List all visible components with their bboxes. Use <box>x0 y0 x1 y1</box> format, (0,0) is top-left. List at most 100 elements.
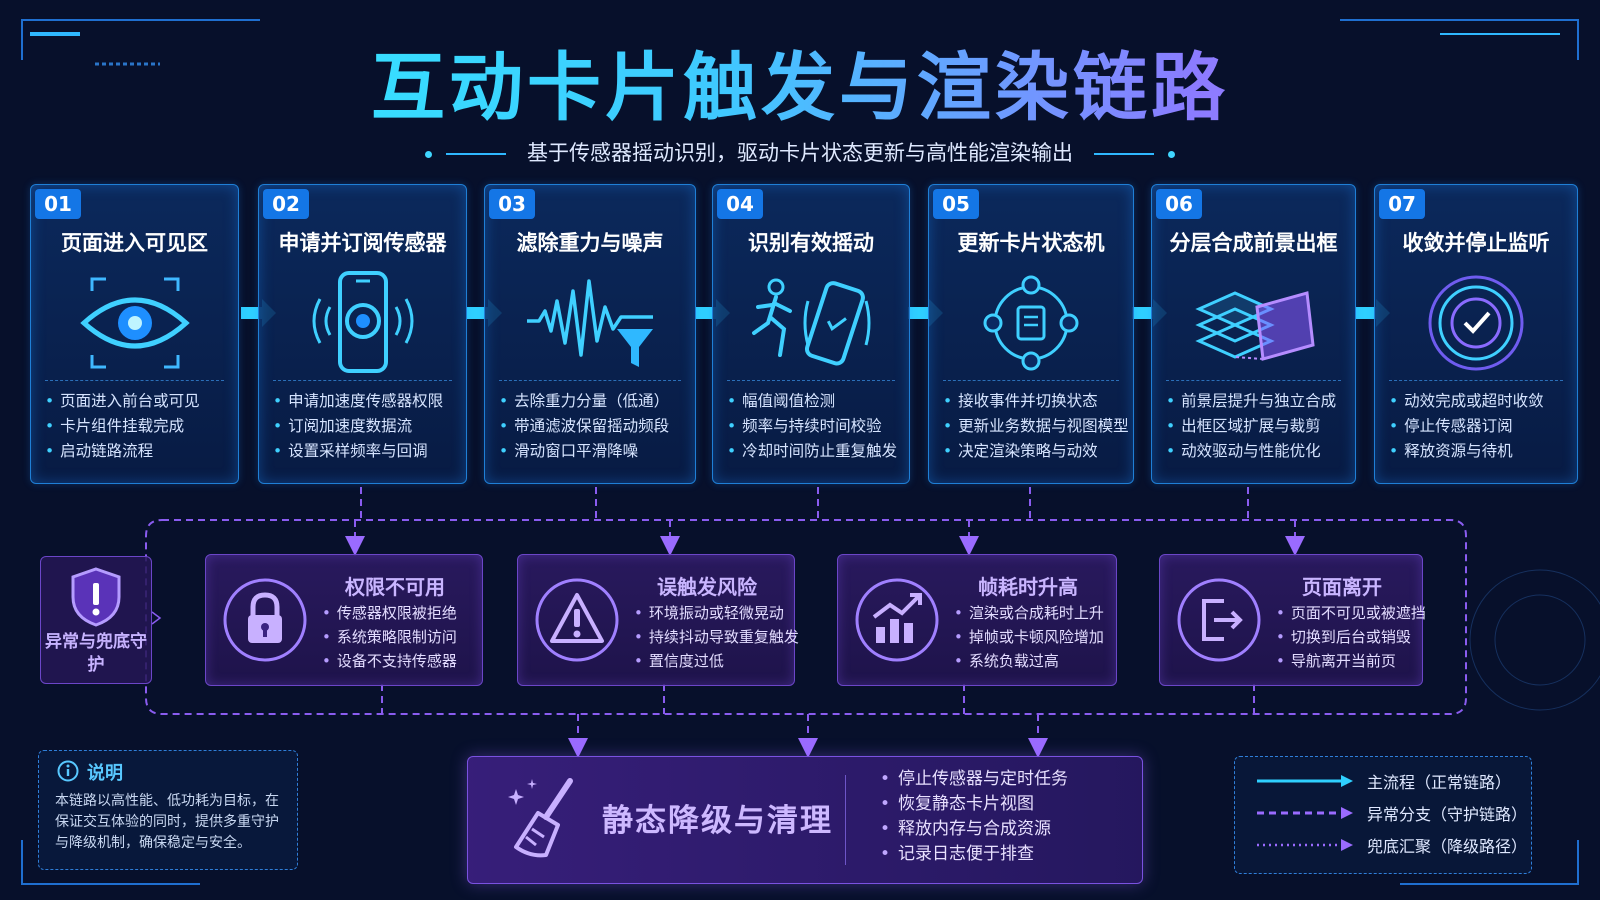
list-item: 记录日志便于排查 <box>880 842 1068 867</box>
note-text: 本链路以高性能、低功耗为目标，在保证交互体验的同时，提供多重守护与降级机制，确保… <box>55 793 279 851</box>
list-item: 持续抖动导致重复触发 <box>634 625 799 649</box>
waveform-filter-icon <box>527 279 653 367</box>
static-fallback-panel: 静态降级与清理 停止传感器与定时任务 恢复静态卡片视图 释放内存与合成资源 记录… <box>467 756 1143 884</box>
step-divider <box>45 380 224 381</box>
list-item: 去除重力分量（低通） <box>499 389 669 414</box>
guard-title: 误触发风险 <box>657 575 757 599</box>
step-card-2: 02 申请并订阅传感器 申请加速度传感器权限 订阅加速度数据流 设置采样频率与回… <box>258 184 467 484</box>
shake-detect-icon <box>752 278 871 366</box>
list-item: 渲染或合成耗时上升 <box>954 601 1104 625</box>
list-item: 更新业务数据与视图模型 <box>943 414 1129 439</box>
step-card-6: 06 分层合成前景出框 前景层提升与独立合成 出框区域扩展与裁剪 动效驱动与性能… <box>1151 184 1356 484</box>
guard-items: 渲染或合成耗时上升 掉帧或卡顿风险增加 系统负载过高 <box>954 601 1104 673</box>
list-item: 出框区域扩展与裁剪 <box>1166 414 1336 439</box>
list-item: 页面进入前台或可见 <box>45 389 200 414</box>
step-number: 03 <box>489 189 535 219</box>
step-card-3: 03 滤除重力与噪声 去除重力分量（低通） 带通滤波保留摇动频段 滑动窗口平滑降… <box>484 184 696 484</box>
note-panel: 说明 本链路以高性能、低功耗为目标，在保证交互体验的同时，提供多重守护与降级机制… <box>38 750 298 870</box>
list-item: 动效完成或超时收敛 <box>1389 389 1544 414</box>
legend-panel: 主流程（正常链路） 异常分支（守护链路） 兜底汇聚（降级路径） <box>1234 756 1532 874</box>
legend-item-main: 主流程（正常链路） <box>1255 769 1525 793</box>
list-item: 页面不可见或被遮挡 <box>1276 601 1426 625</box>
list-item: 幅值阈值检测 <box>727 389 897 414</box>
step-divider <box>1166 380 1341 381</box>
list-item: 掉帧或卡顿风险增加 <box>954 625 1104 649</box>
step-card-5: 05 更新卡片状态机 接收事件并切换状态 更新业务数据与视图模型 决定渲染策略与… <box>928 184 1134 484</box>
legend-item-guard: 异常分支（守护链路） <box>1255 801 1528 825</box>
step-divider <box>1389 380 1563 381</box>
list-item: 冷却时间防止重复触发 <box>727 439 897 464</box>
list-item: 停止传感器与定时任务 <box>880 767 1068 792</box>
list-item: 环境振动或轻微晃动 <box>634 601 799 625</box>
dashed-arrow-icon <box>1257 807 1353 819</box>
step-items: 前景层提升与独立合成 出框区域扩展与裁剪 动效驱动与性能优化 <box>1166 389 1336 464</box>
legend-item-fallback: 兜底汇聚（降级路径） <box>1255 833 1528 857</box>
list-item: 置信度过低 <box>634 649 799 673</box>
guard-items: 传感器权限被拒绝 系统策略限制访问 设备不支持传感器 <box>322 601 457 673</box>
cleanup-items: 停止传感器与定时任务 恢复静态卡片视图 释放内存与合成资源 记录日志便于排查 <box>880 767 1068 867</box>
list-item: 卡片组件挂载完成 <box>45 414 200 439</box>
guard-card-page-leave: 页面离开 页面不可见或被遮挡 切换到后台或销毁 导航离开当前页 <box>1159 554 1426 686</box>
legend-label: 主流程（正常链路） <box>1367 773 1512 792</box>
guard-label-badge: 异常与兜底守护 <box>40 556 152 684</box>
dotted-arrow-icon <box>1257 839 1353 851</box>
list-item: 接收事件并切换状态 <box>943 389 1129 414</box>
step-divider <box>943 380 1119 381</box>
list-item: 订阅加速度数据流 <box>273 414 443 439</box>
shield-warning-icon <box>71 567 121 627</box>
step-divider <box>727 380 895 381</box>
guard-card-permission: 权限不可用 传感器权限被拒绝 系统策略限制访问 设备不支持传感器 <box>205 554 483 686</box>
list-item: 带通滤波保留摇动频段 <box>499 414 669 439</box>
subtitle-text: 基于传感器摇动识别，驱动卡片状态更新与高性能渲染输出 <box>527 141 1073 165</box>
list-item: 导航离开当前页 <box>1276 649 1426 673</box>
subtitle-line-right <box>1093 153 1154 155</box>
list-item: 设置采样频率与回调 <box>273 439 443 464</box>
guard-label-text: 异常与兜底守护 <box>45 632 147 675</box>
guard-card-frame-time: 帧耗时升高 渲染或合成耗时上升 掉帧或卡顿风险增加 系统负载过高 <box>837 554 1117 686</box>
list-item: 设备不支持传感器 <box>322 649 457 673</box>
step-number: 06 <box>1156 189 1202 219</box>
step-divider <box>273 380 452 381</box>
step-items: 幅值阈值检测 频率与持续时间校验 冷却时间防止重复触发 <box>727 389 897 464</box>
step-title: 滤除重力与噪声 <box>516 231 664 255</box>
step-items: 申请加速度传感器权限 订阅加速度数据流 设置采样频率与回调 <box>273 389 443 464</box>
guard-title: 帧耗时升高 <box>978 575 1078 599</box>
step-number: 01 <box>35 189 81 219</box>
step-title: 页面进入可见区 <box>61 231 208 255</box>
subtitle-dot-left <box>425 150 433 158</box>
step-items: 接收事件并切换状态 更新业务数据与视图模型 决定渲染策略与动效 <box>943 389 1129 464</box>
step-number: 07 <box>1379 189 1425 219</box>
step-number: 05 <box>933 189 979 219</box>
list-item: 释放资源与待机 <box>1389 439 1544 464</box>
broom-icon <box>508 778 573 858</box>
legend-label: 异常分支（守护链路） <box>1367 805 1528 824</box>
step-title: 申请并订阅传感器 <box>278 231 447 255</box>
phone-sensor-icon <box>312 271 413 373</box>
step-card-4: 04 识别有效摇动 幅值阈值检测 频率与持续时间校验 冷却时间防止重复触发 <box>712 184 910 484</box>
step-items: 去除重力分量（低通） 带通滤波保留摇动频段 滑动窗口平滑降噪 <box>499 389 669 464</box>
step-card-1: 01 页面进入可见区 页面进入前台或可见 卡片组件挂载完成 启动链路流程 <box>30 184 239 484</box>
info-icon <box>57 760 79 782</box>
cleanup-divider <box>845 775 846 865</box>
lock-icon <box>223 578 307 662</box>
list-item: 切换到后台或销毁 <box>1276 625 1426 649</box>
note-title: 说明 <box>87 763 123 784</box>
list-item: 前景层提升与独立合成 <box>1166 389 1336 414</box>
chart-up-icon <box>855 578 939 662</box>
step-items: 页面进入前台或可见 卡片组件挂载完成 启动链路流程 <box>45 389 200 464</box>
step-card-7: 07 收敛并停止监听 动效完成或超时收敛 停止传感器订阅 释放资源与待机 <box>1374 184 1578 484</box>
legend-label: 兜底汇聚（降级路径） <box>1367 837 1528 856</box>
list-item: 频率与持续时间校验 <box>727 414 897 439</box>
guard-items: 页面不可见或被遮挡 切换到后台或销毁 导航离开当前页 <box>1276 601 1426 673</box>
guard-title: 权限不可用 <box>345 575 445 599</box>
guard-title: 页面离开 <box>1302 575 1382 599</box>
step-title: 识别有效摇动 <box>748 231 874 255</box>
warning-icon <box>535 578 619 662</box>
cleanup-title: 静态降级与清理 <box>602 803 833 839</box>
page-title: 互动卡片触发与渲染链路 <box>0 28 1600 135</box>
list-item: 决定渲染策略与动效 <box>943 439 1129 464</box>
step-divider <box>499 380 681 381</box>
state-machine-icon <box>983 275 1079 371</box>
subtitle-line-left <box>446 153 507 155</box>
list-item: 启动链路流程 <box>45 439 200 464</box>
